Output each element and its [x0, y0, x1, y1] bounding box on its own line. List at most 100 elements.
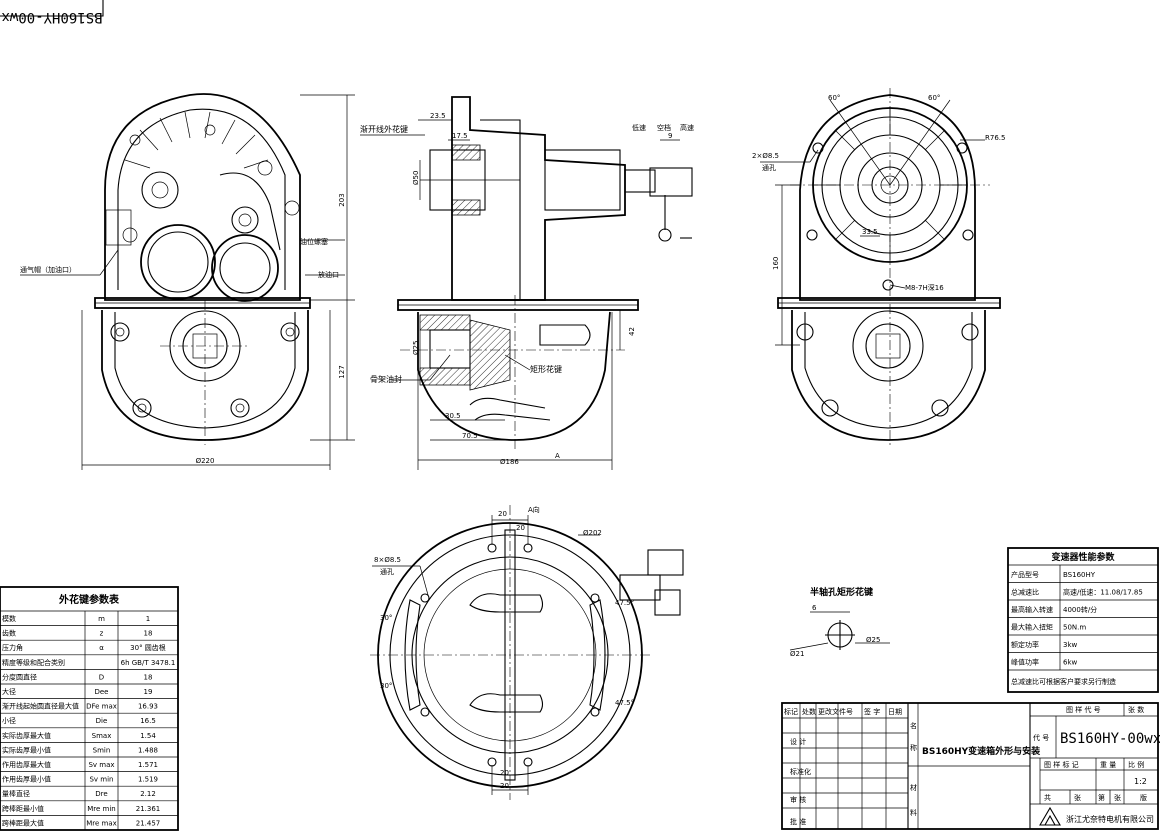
dim-height-bottom: 127	[338, 365, 346, 378]
tb-left-1: 设 计	[790, 737, 806, 746]
label-through-2: 通孔	[380, 567, 394, 576]
spline-row-value: 1.488	[138, 746, 158, 754]
spline-row-value: 1	[146, 615, 150, 623]
angle-right: 60°	[928, 94, 940, 102]
perf-table-title: 变速器性能参数	[1051, 551, 1115, 563]
perf-row-name: 最高输入转速	[1011, 605, 1053, 614]
spline-row-value: 16.93	[138, 703, 158, 711]
tb-company: 浙江尤奈特电机有限公司	[1066, 814, 1154, 824]
perf-row-name: 产品型号	[1011, 570, 1039, 579]
corner-code-text: BS160HY-00wx	[1, 9, 102, 25]
label-vent: 通气帽（加油口）	[20, 265, 76, 274]
perf-row-name: 最大输入扭矩	[1011, 623, 1053, 632]
view-front: 203 127 Ø220 通气帽（加油口） 油位螺塞 放油口	[20, 93, 355, 470]
tb-drawing-name: BS160HY变速箱外形与安装	[922, 745, 1041, 757]
tb-hdr-2: 处数	[802, 707, 816, 716]
angle-left: 60°	[828, 94, 840, 102]
dim-17-5: 17.5	[452, 132, 468, 140]
spline-dim-6: 6	[812, 604, 817, 612]
label-drain: 放油口	[318, 270, 339, 279]
company-logo-icon	[1039, 806, 1061, 826]
dim-20-top-2: 20	[516, 524, 525, 532]
dim-height-top: 203	[338, 193, 346, 206]
spline-row-value: 18	[144, 673, 153, 681]
perf-row-name: 峰值功率	[1011, 658, 1039, 667]
dim-20-top-1: 20	[498, 510, 507, 518]
dim-holes-2x: 2×Ø8.5	[752, 152, 779, 160]
tb-stage-2: 重 量	[1100, 761, 1116, 769]
spline-row-name: 量棒直径	[2, 789, 30, 798]
spline-row-name: 小径	[2, 716, 16, 725]
view-bottom: 20 20 A向 Ø202 8×Ø8.5 通孔 30° 30° 47.5° 47…	[370, 505, 684, 800]
spline-row-symbol: Dee	[94, 688, 108, 696]
tb-side-3: 材	[910, 783, 917, 792]
spline-row-symbol: Mre max	[86, 819, 117, 827]
view-right: 60° 60° R76.5 2×Ø8.5 通孔 160 M8-7H深16 33.…	[752, 88, 1005, 445]
spline-row-value: 21.457	[136, 819, 161, 827]
perf-row-value: BS160HY	[1063, 571, 1096, 579]
tb-side-2: 称	[910, 743, 917, 752]
spline-row-symbol: Sv min	[89, 776, 113, 784]
spline-row-name: 精度等级和配合类别	[2, 658, 65, 667]
corner-code-box: BS160HY-00wx	[0, 0, 104, 25]
label-oil-plug: 油位螺塞	[300, 237, 328, 246]
spline-row-value: 1.54	[140, 732, 156, 740]
perf-row-value: 50N.m	[1063, 624, 1086, 632]
spline-row-name: 跨棒距最大值	[2, 818, 44, 827]
perf-note: 总减速比可根据客户要求另行制造	[1011, 677, 1116, 686]
tb-scale: 1:2	[1134, 777, 1147, 786]
dim-holes-8x: 8×Ø8.5	[374, 556, 401, 564]
angle-47-5-a: 47.5°	[615, 599, 634, 607]
spline-row-symbol: Sv max	[88, 761, 114, 769]
spline-detail-title: 半轴孔矩形花键	[810, 586, 874, 598]
label-oil-seal: 骨架油封	[370, 374, 402, 384]
spline-row-symbol: α	[99, 644, 104, 652]
perf-row-name: 额定功率	[1011, 640, 1039, 649]
dim-d186: Ø186	[500, 458, 519, 466]
spline-row-value: 30° 圆齿根	[130, 643, 166, 652]
label-spline: 渐开线外花键	[360, 124, 408, 134]
spline-row-name: 实际齿厚最大值	[2, 731, 51, 740]
tb-sheet-4: 张	[1114, 793, 1121, 802]
tb-sheet-2: 张	[1074, 793, 1081, 802]
dim-d25: Ø25	[412, 341, 420, 355]
spline-row-value: 16.5	[140, 717, 156, 725]
tb-code-label: 代 号	[1033, 733, 1049, 742]
perf-row-value: 6kw	[1063, 659, 1078, 667]
title-block: 标记 处数 更改文件号 签 字 日期 设 计 标准化 审 核 批 准 名 称 材…	[781, 702, 1160, 830]
spline-row-name: 作用齿厚最小值	[2, 775, 51, 784]
dim-r76-5: R76.5	[985, 134, 1005, 142]
label-a-mark: A	[555, 452, 560, 460]
spline-row-name: 实际齿厚最小值	[2, 745, 51, 754]
label-low: 低速	[632, 123, 646, 132]
perf-row-name: 总减速比	[1011, 588, 1039, 597]
angle-30-a: 30°	[380, 614, 392, 622]
spline-dim-25: Ø25	[866, 636, 880, 644]
tb-sheet-5: 版	[1140, 793, 1147, 802]
spline-row-name: 分度圆直径	[2, 672, 37, 681]
tb-hdr-1: 标记	[784, 707, 798, 716]
dim-20-bottom-1: 20	[500, 769, 509, 777]
spline-row-value: 19	[144, 688, 153, 696]
spline-row-name: 齿数	[2, 629, 16, 638]
label-through-1: 通孔	[762, 163, 776, 172]
tb-sheet-3: 第	[1098, 793, 1105, 802]
dim-70-5: 70.5	[462, 432, 478, 440]
spline-row-value: 1.571	[138, 761, 158, 769]
spline-detail: 半轴孔矩形花键 6 Ø21 Ø25	[789, 586, 890, 658]
spline-row-symbol: Dre	[95, 790, 107, 798]
spline-row-value: 6h GB/T 3478.1	[121, 659, 176, 667]
perf-row-value: 高速/低速：11.08/17.85	[1063, 588, 1143, 597]
tb-hdr-code: 图 样 代 号	[1066, 705, 1101, 714]
spline-row-symbol: m	[98, 615, 105, 623]
tb-sheet-1: 共	[1044, 793, 1051, 802]
spline-row-name: 作用齿厚最大值	[2, 760, 51, 769]
tb-stage-1: 图 样 标 记	[1044, 760, 1079, 769]
spline-row-symbol: DFe max	[86, 703, 117, 711]
spline-row-name: 大径	[2, 687, 16, 696]
dim-23-5: 23.5	[430, 112, 446, 120]
spline-row-value: 21.361	[136, 805, 161, 813]
